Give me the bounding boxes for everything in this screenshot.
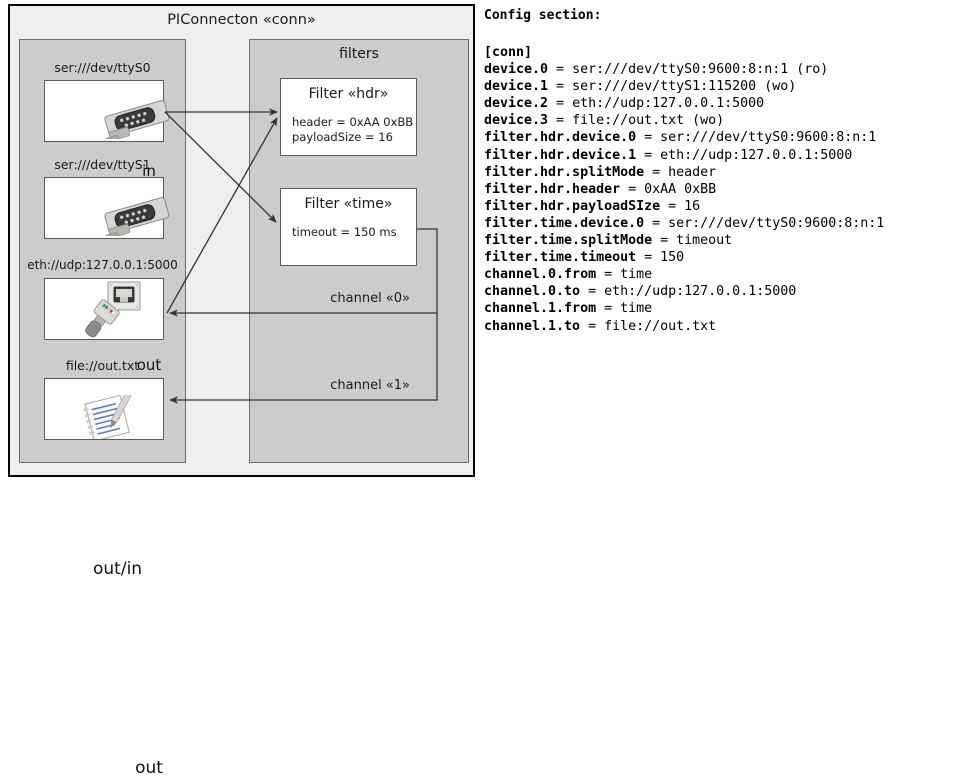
config-line: channel.1.from = time	[484, 300, 962, 317]
config-line: device.1 = ser:///dev/ttyS1:115200 (wo)	[484, 78, 962, 95]
config-line: filter.time.timeout = 150	[484, 249, 962, 266]
device-direction-ttys0: in	[142, 162, 156, 180]
config-line-key: filter.hdr.payloadSIze	[484, 198, 661, 214]
config-line: filter.hdr.device.1 = eth://udp:127.0.0.…	[484, 147, 962, 164]
config-line-value: = ser:///dev/ttyS0:9600:8:n:1	[644, 215, 885, 231]
device-label-file: file://out.txt	[65, 357, 140, 373]
config-line-value: = 150	[636, 250, 685, 266]
config-line: filter.hdr.device.0 = ser:///dev/ttyS0:9…	[484, 129, 962, 146]
device-card-eth[interactable]: out/in	[44, 278, 164, 579]
filter-hdr-body: header = 0xAA 0xBB payloadSize = 16	[292, 115, 413, 145]
device-direction-file: out	[135, 758, 163, 778]
device-label-ttys1: ser:///dev/ttyS1	[54, 156, 151, 172]
config-line-value: = 0xAA 0xBB	[620, 181, 717, 197]
device-direction-eth: out/in	[93, 559, 143, 579]
config-line-key: filter.hdr.device.1	[484, 147, 637, 163]
config-line-key: device.2	[484, 96, 549, 112]
config-line-key: filter.time.timeout	[484, 250, 637, 266]
config-line-value: = eth://udp:127.0.0.1:5000	[548, 96, 765, 112]
config-line-key: [conn]	[484, 45, 533, 60]
config-line-key: filter.time.splitMode	[484, 233, 653, 249]
config-line: filter.time.splitMode = timeout	[484, 232, 962, 249]
filter-hdr-line-0: header = 0xAA 0xBB	[292, 115, 414, 129]
filter-time-body: timeout = 150 ms	[292, 225, 397, 240]
serial-db9-icon	[100, 196, 174, 244]
device-direction-ttys1: out	[136, 356, 162, 374]
device-card-file[interactable]: out	[44, 378, 164, 778]
config-line-key: device.3	[484, 113, 549, 129]
config-line-key: filter.hdr.device.0	[484, 130, 637, 146]
config-line: filter.time.device.0 = ser:///dev/ttyS0:…	[484, 215, 962, 232]
config-section-heading: Config section:	[484, 8, 602, 23]
text-file-icon	[83, 390, 141, 443]
filter-card-hdr[interactable]: Filter «hdr» header = 0xAA 0xBB payloadS…	[280, 78, 417, 156]
filter-card-time[interactable]: Filter «time» timeout = 150 ms	[280, 188, 417, 266]
config-line-value: = header	[644, 164, 717, 180]
filters-group-title: filters	[339, 46, 379, 62]
config-line: device.3 = file://out.txt (wo)	[484, 112, 962, 129]
config-line-value: = timeout	[652, 233, 733, 249]
config-line-value: = time	[596, 267, 653, 283]
config-line-key: channel.1.to	[484, 318, 581, 334]
filter-hdr-line-1: payloadSize = 16	[292, 130, 393, 144]
device-label-ttys0: ser:///dev/ttyS0	[54, 59, 151, 75]
config-line-value: = eth://udp:127.0.0.1:5000	[636, 147, 853, 163]
config-line: filter.hdr.splitMode = header	[484, 164, 962, 181]
channel-0-label: channel «0»	[330, 291, 410, 306]
ethernet-jack-icon	[107, 281, 141, 315]
config-line-value: = time	[596, 301, 653, 317]
config-line-value: = ser:///dev/ttyS1:115200 (wo)	[548, 79, 797, 95]
device-label-eth: eth://udp:127.0.0.1:5000	[27, 258, 178, 272]
channel-1-label: channel «1»	[330, 378, 410, 393]
config-line-key: device.0	[484, 62, 549, 78]
config-line: filter.hdr.payloadSIze = 16	[484, 198, 962, 215]
config-line-key: filter.hdr.splitMode	[484, 164, 645, 180]
config-line-key: filter.hdr.header	[484, 181, 621, 197]
config-line-value: = ser:///dev/ttyS0:9600:8:n:1	[636, 130, 877, 146]
config-line-key: device.1	[484, 79, 549, 95]
diagram-title: PIConnecton «conn»	[167, 12, 316, 28]
filter-hdr-title: Filter «hdr»	[308, 86, 389, 102]
config-line-value: = 16	[660, 198, 701, 214]
config-line-key: channel.1.from	[484, 301, 597, 317]
filter-time-title: Filter «time»	[304, 196, 393, 212]
config-line-key: channel.0.to	[484, 284, 581, 300]
config-line: channel.1.to = file://out.txt	[484, 318, 962, 335]
config-line-value: = eth://udp:127.0.0.1:5000	[580, 284, 797, 300]
ethernet-plug-icon	[73, 299, 125, 345]
filter-time-line-0: timeout = 150 ms	[292, 225, 397, 239]
config-line: [conn]	[484, 44, 962, 61]
config-line: device.2 = eth://udp:127.0.0.1:5000	[484, 95, 962, 112]
device-card-ttys1[interactable]: out	[44, 177, 170, 374]
config-line-key: filter.time.device.0	[484, 215, 645, 231]
config-line: device.0 = ser:///dev/ttyS0:9600:8:n:1 (…	[484, 61, 962, 78]
config-line-value: = file://out.txt (wo)	[548, 113, 725, 129]
config-line-value: = ser:///dev/ttyS0:9600:8:n:1 (ro)	[548, 62, 829, 78]
config-line-key: channel.0.from	[484, 267, 597, 283]
config-line: channel.0.to = eth://udp:127.0.0.1:5000	[484, 283, 962, 300]
config-text-block: [conn]device.0 = ser:///dev/ttyS0:9600:8…	[484, 44, 962, 335]
config-line: channel.0.from = time	[484, 266, 962, 283]
serial-db9-icon	[100, 99, 174, 147]
config-line-value: = file://out.txt	[580, 318, 717, 334]
device-card-ttys0[interactable]: in	[44, 80, 170, 180]
config-line: filter.hdr.header = 0xAA 0xBB	[484, 181, 962, 198]
